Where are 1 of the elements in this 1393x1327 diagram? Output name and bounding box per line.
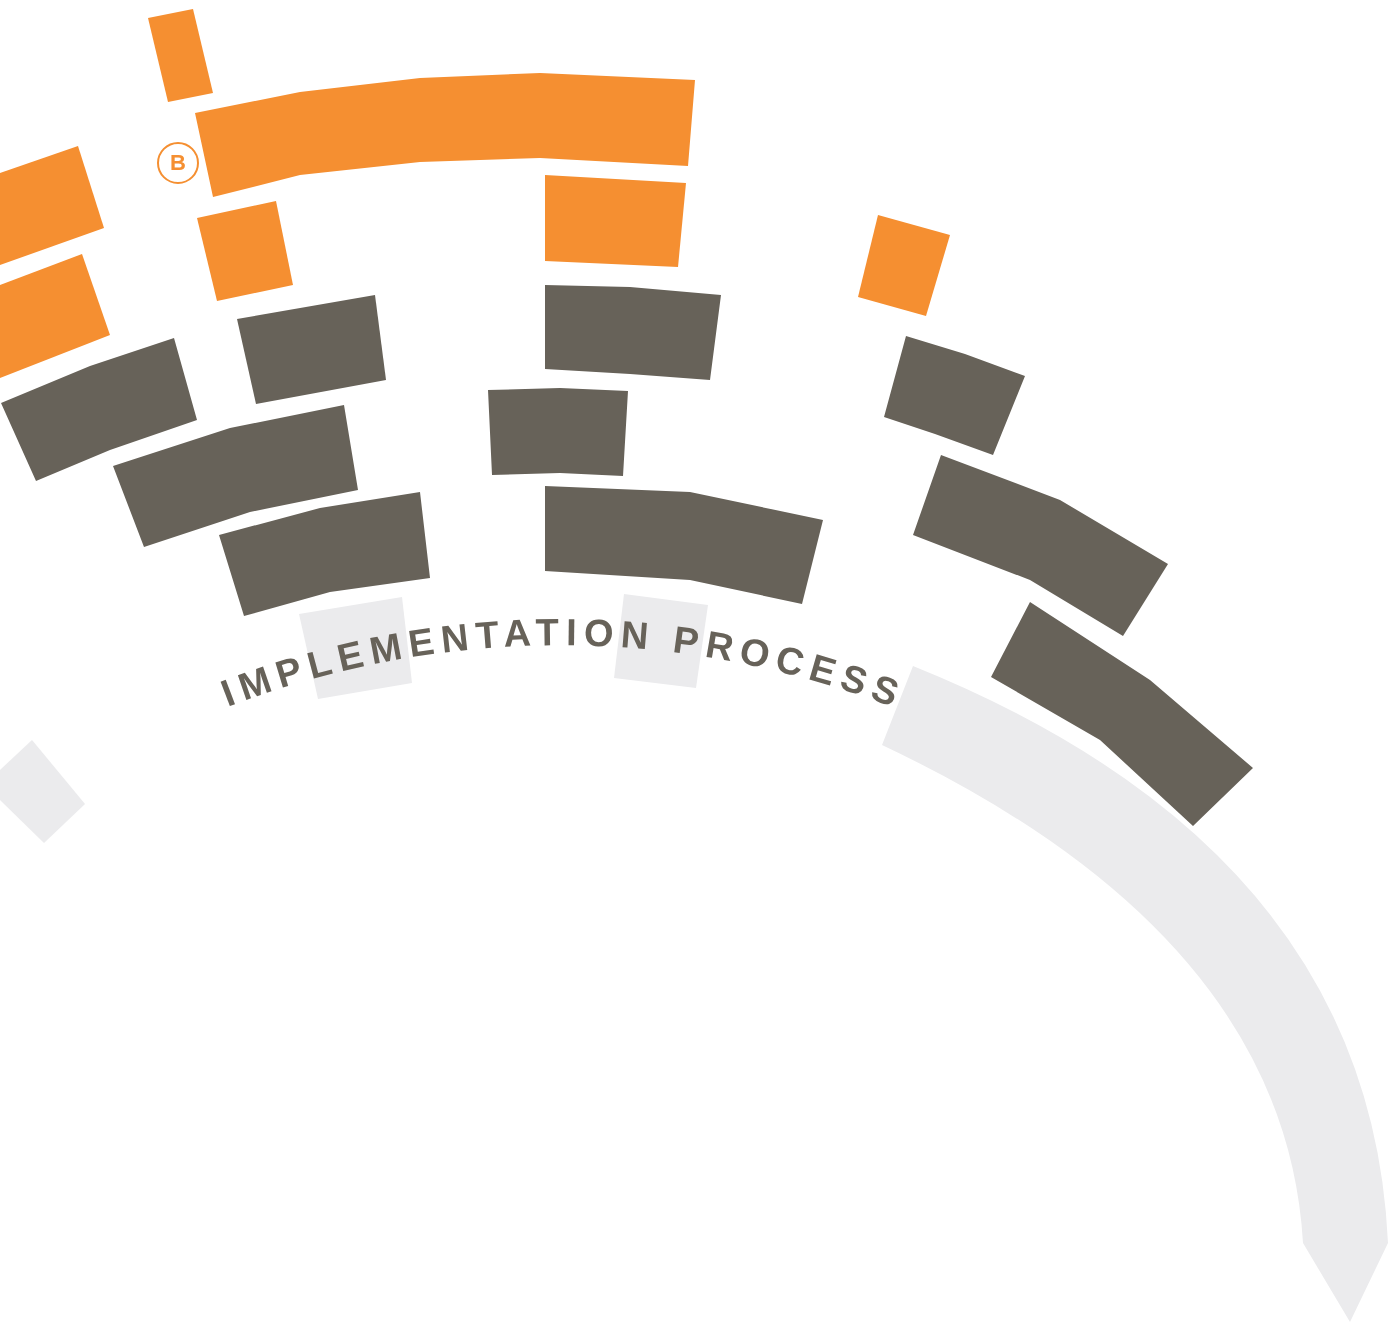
circled-letter: B bbox=[157, 142, 199, 184]
